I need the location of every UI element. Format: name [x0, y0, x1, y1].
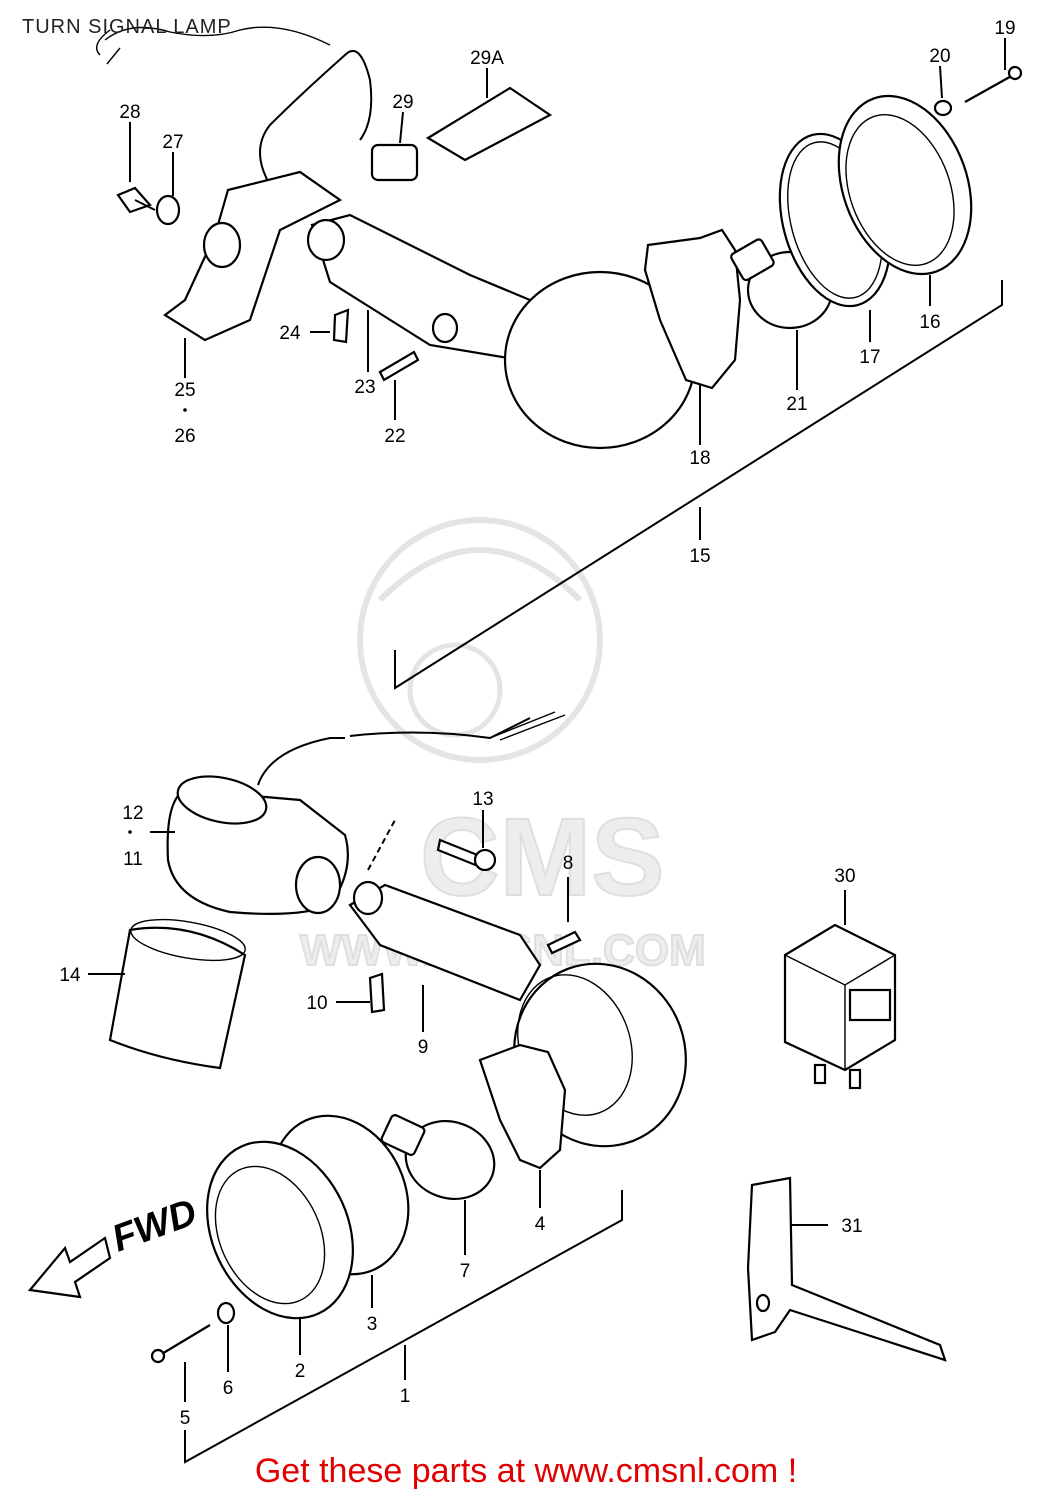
screw-part-5: [159, 1324, 211, 1356]
wire-harness-bottom: [257, 717, 531, 786]
pad-part-29A: [425, 86, 553, 162]
wire-harness-top: [259, 49, 373, 186]
flasher-relay-part-30: [783, 923, 897, 1090]
assembly-line-1: [184, 1190, 623, 1464]
lens-part-16: [837, 94, 973, 276]
bracket-boss: [202, 221, 242, 269]
screw-part-22: [378, 350, 420, 382]
callout-20: 20: [929, 46, 950, 67]
callout-12: 12: [122, 803, 143, 824]
callout-16: 16: [919, 312, 940, 333]
lens-part-2: [206, 1140, 354, 1320]
socket-plate-part-18: [643, 228, 742, 390]
callout-31: 31: [841, 1216, 862, 1237]
bracket-part-31: [746, 1176, 947, 1362]
clamp-part-29: [370, 143, 419, 182]
fwd-label: FWD: [107, 1191, 203, 1260]
forward-direction-arrow: FWD: [27, 1191, 203, 1299]
bracket-part-25: [163, 170, 343, 342]
stem-part-9: [348, 883, 542, 1002]
callout-28: 28: [119, 102, 140, 123]
washer-part-6: [216, 1301, 236, 1325]
front-turn-signal-assembly: FWD: [27, 711, 687, 1464]
callout-4: 4: [535, 1214, 546, 1235]
callout-9: 9: [418, 1037, 429, 1058]
callout-18: 18: [689, 448, 710, 469]
callout-19: 19: [994, 18, 1015, 39]
callout-15: 15: [689, 546, 710, 567]
callout-2: 2: [295, 1361, 306, 1382]
rear-turn-signal-assembly: [96, 26, 1023, 690]
callout-10: 10: [306, 993, 327, 1014]
callout-24: 24: [279, 323, 301, 344]
callout-13: 13: [472, 789, 493, 810]
socket-plate-part-4: [478, 1043, 567, 1170]
diagram-title: TURN SIGNAL LAMP: [22, 16, 232, 38]
callout-11: 11: [123, 849, 143, 870]
callout-3: 3: [367, 1314, 378, 1335]
callout-7: 7: [460, 1261, 471, 1282]
callout-1: 1: [400, 1386, 411, 1407]
cover-part-14: [108, 926, 247, 1070]
callout-29: 29: [392, 92, 413, 113]
callout-29a: 29A: [470, 48, 504, 69]
bolt-part-28: [116, 186, 152, 214]
callout-labels: 19 20 29A 29 28 27 24 16 17 23 25 21 26 …: [59, 18, 1015, 1429]
leader-lines: [88, 38, 1006, 1402]
callout-8: 8: [563, 853, 574, 874]
callout-6: 6: [223, 1378, 234, 1399]
callout-25: 25: [174, 380, 195, 401]
callout-26: 26: [174, 426, 195, 447]
callout-17: 17: [859, 347, 880, 368]
screw-part-19: [964, 73, 1016, 103]
washer-part-20: [933, 99, 953, 117]
assembly-line-15: [394, 280, 1003, 690]
callout-23: 23: [354, 377, 375, 398]
screw-part-10: [368, 972, 386, 1014]
callout-22: 22: [384, 426, 405, 447]
screw-part-8: [546, 930, 582, 955]
bolt-part-24: [332, 308, 350, 344]
callout-21: 21: [786, 394, 807, 415]
footer-link[interactable]: Get these parts at www.cmsnl.com !: [254, 1452, 798, 1490]
callout-14: 14: [59, 965, 81, 986]
callout-30: 30: [834, 866, 855, 887]
washer-part-27: [155, 194, 181, 226]
callout-5: 5: [180, 1408, 191, 1429]
callout-27: 27: [162, 132, 183, 153]
